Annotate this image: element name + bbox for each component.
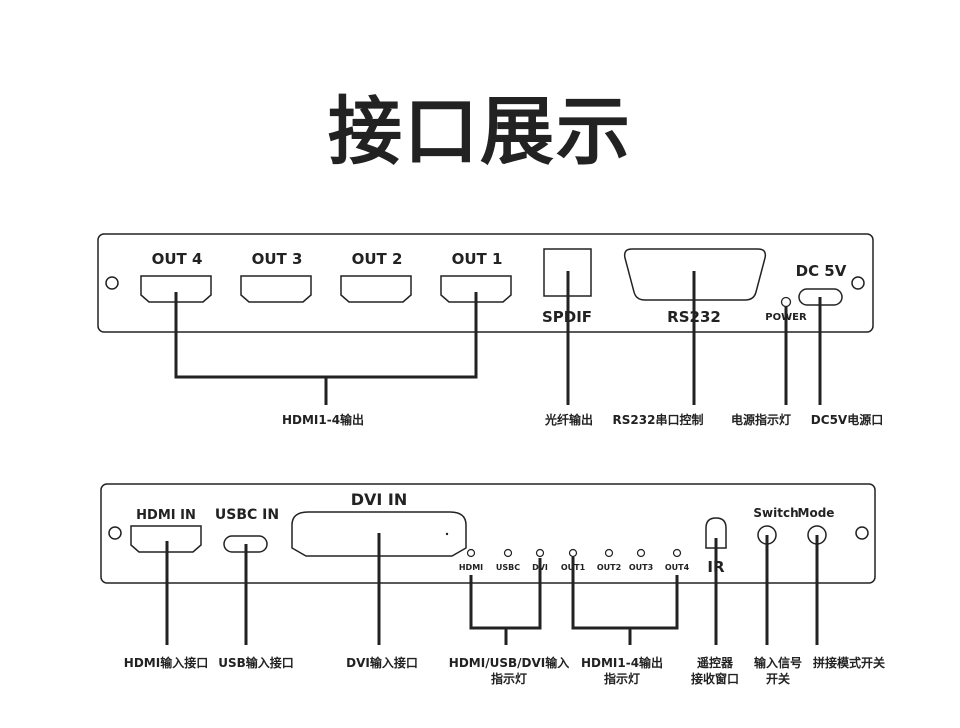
hdmi-in-port <box>130 525 202 553</box>
mounting-hole-left <box>108 526 122 540</box>
led-dvi <box>535 548 545 558</box>
caption-rs232: RS232串口控制 <box>613 412 704 427</box>
caption-ir-line2: 接收窗口 <box>691 671 739 686</box>
caption-hdmi-in: HDMI输入接口 <box>124 655 208 670</box>
mounting-hole-left <box>105 276 119 290</box>
caption-output-led-line1: HDMI1-4输出 <box>581 655 663 670</box>
panel-outline <box>100 483 876 584</box>
power-led <box>780 296 792 308</box>
caption-input-led-line1: HDMI/USB/DVI输入 <box>449 655 569 670</box>
hdmi-port-out2 <box>340 275 412 303</box>
hdmi-port-out4 <box>140 275 212 303</box>
mounting-hole-right <box>851 276 865 290</box>
led-out1 <box>568 548 578 558</box>
caption-hdmi-out: HDMI1-4输出 <box>282 412 364 427</box>
dvi-pin-dot <box>445 532 449 536</box>
led-usbc <box>503 548 513 558</box>
caption-input-led-line2: 指示灯 <box>491 671 527 686</box>
port-label-out3: OUT 3 <box>252 250 303 268</box>
led-label-hdmi: HDMI <box>459 563 483 572</box>
mounting-hole-right <box>855 526 869 540</box>
caption-dc-in: DC5V电源口 <box>811 412 883 427</box>
caption-switch-line2: 开关 <box>766 671 790 686</box>
led-label-usbc: USBC <box>496 563 520 572</box>
caption-mode: 拼接模式开关 <box>813 655 885 670</box>
rear-panel-input: HDMI IN USBC IN DVI IN HDMI USBC DVI OUT… <box>100 483 885 686</box>
led-out2 <box>604 548 614 558</box>
hdmi-port-out1 <box>440 275 512 303</box>
ir-receiver <box>705 517 727 549</box>
port-label-out1: OUT 1 <box>452 250 503 268</box>
dvi-in-port <box>291 511 467 557</box>
caption-ir-line1: 遥控器 <box>697 655 734 670</box>
hdmi-port-out3 <box>240 275 312 303</box>
usbc-in-label: USBC IN <box>215 507 279 523</box>
switch-label: Switch <box>753 506 798 520</box>
caption-output-led-line2: 指示灯 <box>604 671 640 686</box>
dc-label: DC 5V <box>796 262 847 280</box>
caption-usb-in: USB输入接口 <box>218 655 294 670</box>
leader-lines-panel1 <box>174 271 822 405</box>
port-label-out4: OUT 4 <box>152 250 203 268</box>
led-label-out2: OUT2 <box>597 563 621 572</box>
led-label-out4: OUT4 <box>665 563 690 572</box>
dvi-in-label: DVI IN <box>351 490 408 509</box>
rear-panel-output: OUT 4 OUT 3 OUT 2 OUT 1 SPDIF RS232 POWE… <box>97 233 883 427</box>
panel-outline <box>97 233 874 333</box>
caption-power-led: 电源指示灯 <box>731 412 791 427</box>
caption-dvi-in: DVI输入接口 <box>346 655 418 670</box>
leader-lines-panel2 <box>165 533 819 645</box>
page-title: 接口展示 <box>328 89 632 175</box>
led-hdmi <box>466 548 476 558</box>
rs232-port <box>623 248 767 301</box>
led-out4 <box>672 548 682 558</box>
caption-switch-line1: 输入信号 <box>754 655 802 670</box>
hdmi-in-label: HDMI IN <box>136 508 196 523</box>
mode-label: Mode <box>798 506 835 520</box>
led-out3 <box>636 548 646 558</box>
caption-optical-out: 光纤输出 <box>544 412 593 427</box>
port-label-out2: OUT 2 <box>352 250 403 268</box>
led-label-out3: OUT3 <box>629 563 653 572</box>
